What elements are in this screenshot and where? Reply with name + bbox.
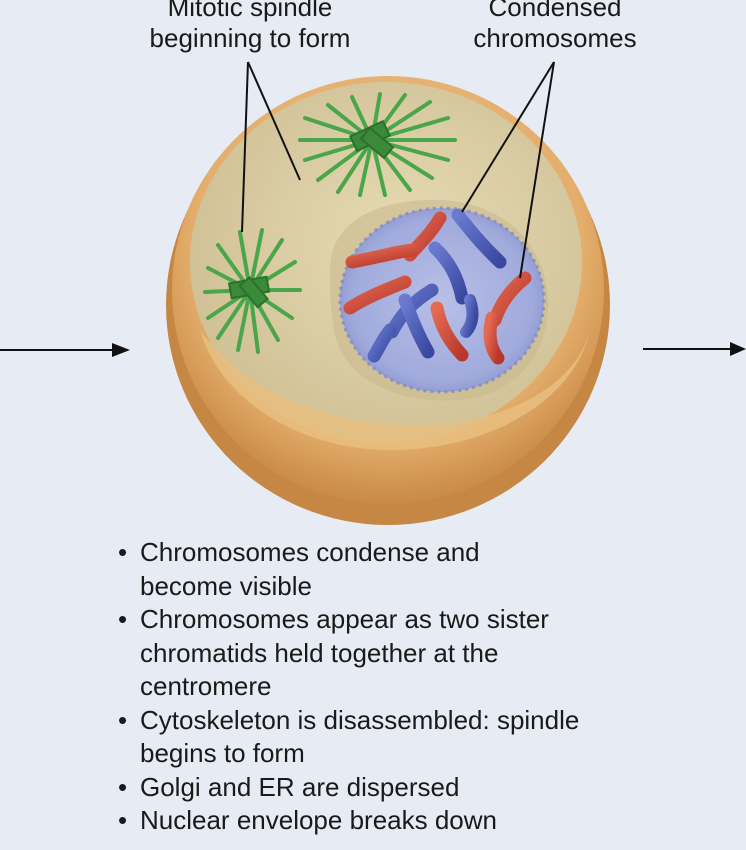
bullet-nuclear-envelope: Nuclear envelope breaks down <box>118 804 718 838</box>
bullet-2-line-2: chromatids held together at the <box>140 637 499 668</box>
prophase-cell-illustration <box>0 61 746 525</box>
bullet-2-line-3: centromere <box>140 671 272 701</box>
bullet-3-line-1: Cytoskeleton is disassembled: spindle <box>140 704 580 735</box>
spindle-aster-upper <box>298 92 457 197</box>
leader-line-spindle-upper <box>247 61 301 181</box>
bullet-5-line-1: Nuclear envelope breaks down <box>140 805 497 835</box>
leader-line-chromosome-2 <box>519 61 555 279</box>
chromosome-red-3 <box>430 301 469 362</box>
bullet-2-line-1: Chromosomes appear as two sister <box>140 604 549 634</box>
chromosome-blue-4 <box>398 293 435 359</box>
mitotic-spindle-label: Mitotic spindle beginning to form <box>110 0 390 54</box>
bullet-golgi-er: Golgi and ER are dispersed <box>118 771 718 805</box>
leader-line-spindle-lower <box>241 61 249 233</box>
condensed-chromosomes <box>343 208 532 365</box>
spindle-aster-lower <box>203 228 302 354</box>
mitotic-spindle-label-line-1: Mitotic spindle <box>167 0 333 22</box>
chromosome-blue-1 <box>451 208 507 269</box>
chromosome-red-4 <box>483 271 532 365</box>
mitotic-spindle-label-line-2: beginning to form <box>149 23 351 53</box>
condensed-chromosomes-label: Condensed chromosomes <box>430 0 680 54</box>
bullet-sister-chromatids: Chromosomes appear as two sisterchromati… <box>118 603 718 704</box>
chromosome-blue-5 <box>460 294 479 338</box>
leader-line-chromosome-1 <box>461 61 555 213</box>
bullet-4-line-1: Golgi and ER are dispersed <box>140 771 460 802</box>
arrow-out <box>643 342 746 356</box>
arrow-in <box>0 343 130 357</box>
bullet-1-line-2: become visible <box>140 570 312 601</box>
condensed-chromosomes-label-line-2: chromosomes <box>473 23 637 53</box>
chromosome-blue-2 <box>428 241 469 305</box>
chromosome-red-2 <box>343 275 412 315</box>
bullet-cytoskeleton: Cytoskeleton is disassembled: spindlebeg… <box>118 704 718 771</box>
bullet-3-line-2: begins to form <box>140 738 305 768</box>
condensed-chromosomes-label-line-1: Condensed <box>488 0 622 22</box>
leader-lines <box>241 61 555 279</box>
chromosome-red-1 <box>345 211 447 269</box>
bullet-1-line-1: Chromosomes condense and <box>140 537 480 567</box>
